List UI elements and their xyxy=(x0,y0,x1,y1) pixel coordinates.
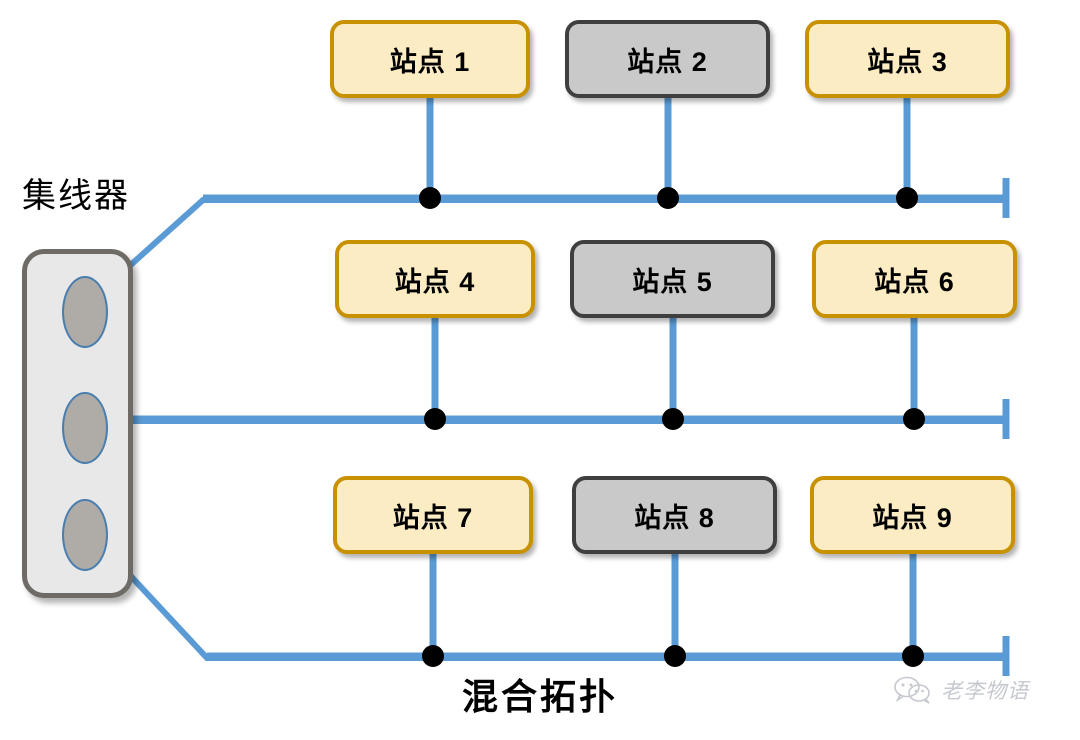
junction-dot-station-5 xyxy=(662,408,684,430)
junction-dot-station-2 xyxy=(657,187,679,209)
station-label: 站点 1 xyxy=(389,46,471,77)
station-label: 站点 7 xyxy=(392,502,474,533)
hub-label: 集线器 xyxy=(22,177,130,215)
wechat-icon xyxy=(894,676,930,704)
station-label: 站点 6 xyxy=(874,266,955,297)
station-node-1[interactable]: 站点 1 xyxy=(330,20,530,98)
junction-dot-station-8 xyxy=(664,645,686,667)
station-node-9[interactable]: 站点 9 xyxy=(810,476,1015,554)
junction-dot-station-7 xyxy=(422,645,444,667)
station-label: 站点 2 xyxy=(627,46,708,77)
junction-dot-station-9 xyxy=(902,645,924,667)
junction-dot-station-4 xyxy=(424,408,446,430)
hub-port-1[interactable] xyxy=(62,276,108,348)
watermark: 老李物语 xyxy=(893,675,1029,705)
watermark-text: 老李物语 xyxy=(941,680,1029,703)
junction-dot-station-1 xyxy=(419,187,441,209)
hub-device[interactable] xyxy=(22,249,133,598)
station-node-2[interactable]: 站点 2 xyxy=(565,20,770,98)
station-label: 站点 4 xyxy=(394,266,476,297)
station-node-4[interactable]: 站点 4 xyxy=(335,240,535,318)
junction-dot-station-6 xyxy=(903,408,925,430)
station-node-6[interactable]: 站点 6 xyxy=(812,240,1017,318)
hub-port-3[interactable] xyxy=(62,499,108,571)
station-label: 站点 3 xyxy=(867,46,948,77)
junction-dot-station-3 xyxy=(896,187,918,209)
station-label: 站点 5 xyxy=(632,266,713,297)
station-node-3[interactable]: 站点 3 xyxy=(805,20,1010,98)
station-node-8[interactable]: 站点 8 xyxy=(572,476,777,554)
hub-port-2[interactable] xyxy=(62,392,108,464)
station-label: 站点 8 xyxy=(634,502,715,533)
station-label: 站点 9 xyxy=(872,502,953,533)
station-node-5[interactable]: 站点 5 xyxy=(570,240,775,318)
station-node-7[interactable]: 站点 7 xyxy=(333,476,533,554)
diagram-title: 混合拓扑 xyxy=(461,676,618,717)
